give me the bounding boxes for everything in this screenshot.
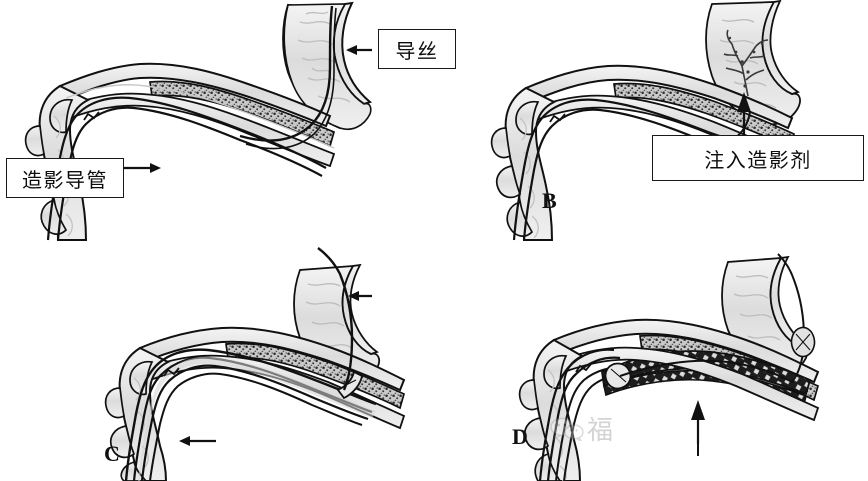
panel-c-artwork	[104, 247, 406, 481]
wechat-icon	[550, 417, 584, 443]
contrast-speckles	[728, 36, 764, 88]
arrow-to-guidewire	[346, 45, 372, 55]
panel-c: C 导丝固定 支架推送装置	[0, 240, 500, 481]
arrow-to-contrast-injection	[737, 92, 751, 134]
panel-d: D 福 支架释放	[480, 240, 868, 481]
panel-d-artwork	[518, 253, 820, 481]
watermark: 福	[550, 410, 613, 447]
panel-a: 导丝 造影导管	[0, 0, 480, 241]
watermark-text: 福	[587, 416, 614, 446]
arrow-to-guidewire-fixation	[348, 291, 372, 301]
panel-b-artwork	[490, 0, 801, 241]
callout-contrast-catheter: 造影导管	[6, 158, 124, 198]
panel-b: B 注入造影剂	[480, 0, 868, 241]
leader-stent-release	[697, 440, 699, 456]
contrast-plume	[723, 29, 769, 97]
arrow-to-stent-delivery-device	[179, 436, 216, 446]
callout-guidewire-a: 导丝	[378, 29, 456, 69]
callout-inject-contrast-agent: 注入造影剂	[652, 135, 864, 181]
panel-letter-d: D	[512, 424, 528, 449]
arrow-to-contrast-catheter	[124, 163, 161, 173]
panel-letter-c: C	[104, 441, 120, 466]
arrow-to-stent-release	[691, 400, 705, 444]
panel-letter-b: B	[542, 188, 557, 213]
